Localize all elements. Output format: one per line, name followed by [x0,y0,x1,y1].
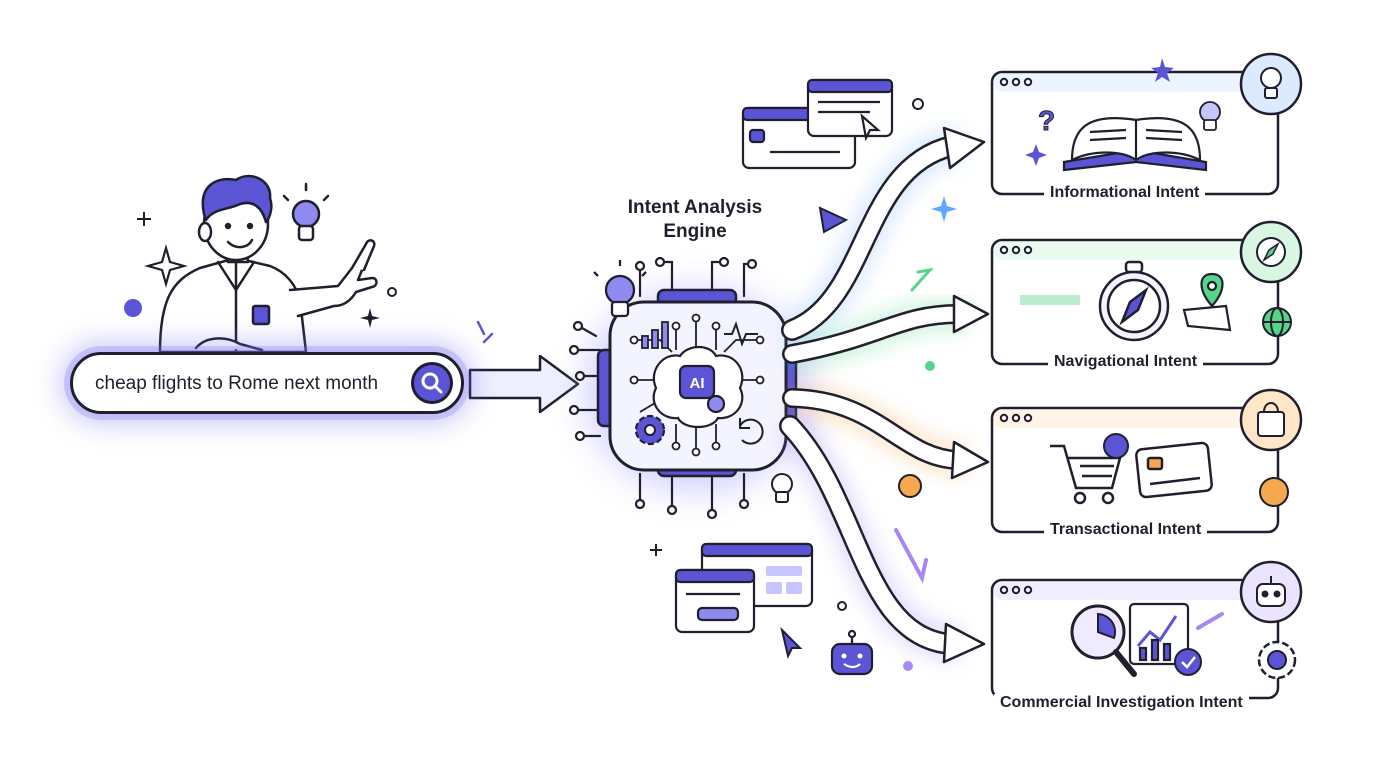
sparkle-icon [360,308,380,328]
browser-window-icon [741,78,894,170]
small-arrow-icon [894,528,928,584]
arrow-to-transactional [782,388,990,480]
lightbulb-icon [593,260,647,318]
gear-icon [634,414,666,446]
person-icon [158,174,378,354]
robot-icon [1256,576,1286,607]
lightbulb-icon [282,182,330,242]
globe-icon [1262,307,1292,337]
navigational-card [990,238,1292,366]
question-mark-icon: ? [1038,105,1055,136]
search-button[interactable] [411,362,453,404]
pulse-icon [724,320,758,348]
map-pin-icon [1182,272,1232,332]
navigational-intent-label: Navigational Intent [1048,353,1204,371]
engine-title: Intent Analysis Engine [627,197,763,242]
transactional-card [990,406,1289,534]
dot-decoration [124,299,142,317]
commercial-card [990,578,1297,700]
dot-decoration [925,361,935,371]
coin-icon [1103,433,1129,459]
ai-chip [678,364,716,400]
lightbulb-icon [1260,67,1282,99]
sparkle-icon [143,243,189,289]
dot-decoration [903,661,913,671]
book-icon [1062,117,1208,172]
search-icon [421,372,443,394]
ai-chip-label: AI [690,375,705,392]
compass-icon [1098,260,1170,342]
check-icon [1174,648,1202,676]
browser-window-icon [674,542,814,634]
lightbulb-icon [771,473,793,503]
sparkle-icon [137,212,151,226]
transactional-badge [1239,388,1303,452]
arrow-to-informational [781,126,986,341]
gear-icon [1257,640,1297,680]
coin-icon [1259,477,1289,507]
transactional-intent-label: Transactional Intent [1044,521,1208,539]
search-query: cheap flights to Rome next month [95,373,379,394]
sparkle-icon [931,196,957,222]
arrow-to-commercial [779,415,986,664]
arrow-right-icon [468,320,580,414]
search-bar[interactable]: cheap flights to Rome next month [70,352,464,414]
dot-decoration [837,601,847,611]
circuit-lines [568,256,758,520]
small-arrow-icon [910,267,934,292]
navigational-badge [1239,220,1303,284]
dot-decoration [387,287,397,297]
lightbulb-icon [1199,101,1221,131]
robot-icon [830,629,874,676]
commercial-intent-label: Commercial Investigation Intent [994,694,1249,712]
bar-chart-icon [641,321,669,349]
credit-card-icon [1135,441,1213,499]
coin-icon [898,474,922,498]
magnifier-chart-icon [1070,604,1137,677]
shopping-cart-icon [1050,444,1122,505]
shopping-bag-icon [1257,402,1285,437]
dot-decoration [912,98,924,110]
refresh-icon [739,418,764,445]
arrow-to-navigational [782,294,990,364]
play-icon [818,206,849,234]
informational-card: ? [990,58,1280,196]
informational-badge [1239,52,1303,116]
cursor-icon [780,626,803,659]
commercial-badge [1239,560,1303,624]
informational-intent-label: Informational Intent [1044,184,1206,202]
